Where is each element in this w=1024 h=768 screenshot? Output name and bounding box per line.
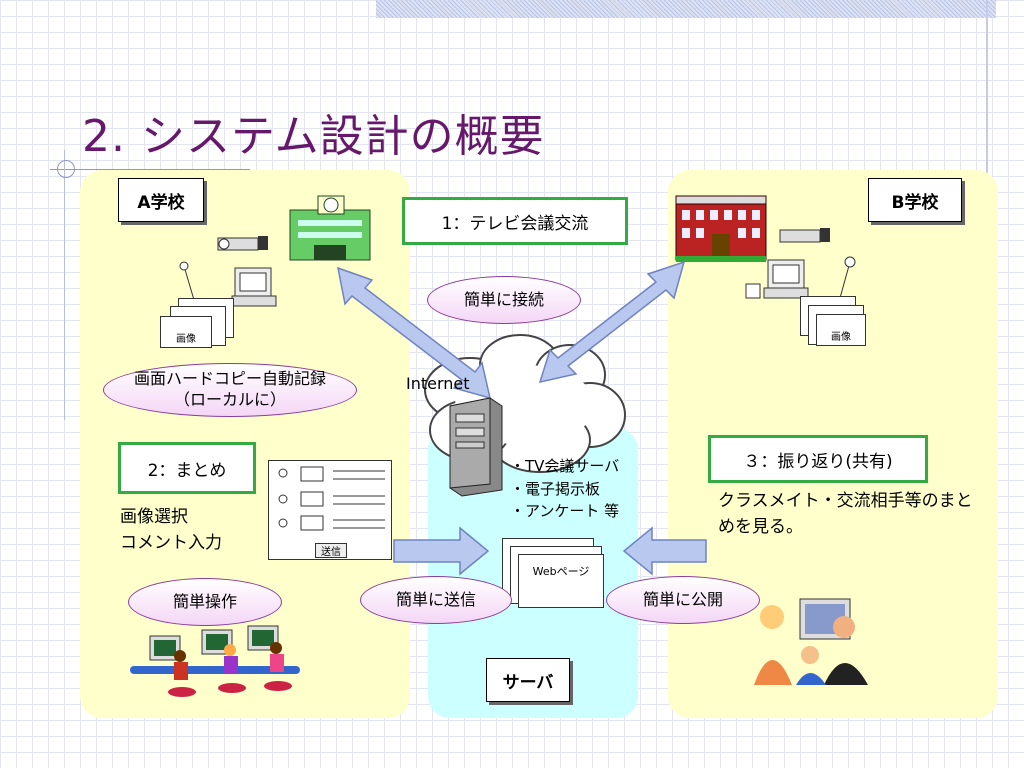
server-label: サーバ xyxy=(486,658,570,702)
title-underline xyxy=(50,169,250,170)
right-decoration-line xyxy=(986,0,988,175)
left-decoration-line xyxy=(64,150,65,420)
image-b-label: 画像 xyxy=(816,314,866,346)
school-b-label: B学校 xyxy=(868,178,962,222)
server-tower-icon xyxy=(449,397,503,497)
input-form-illustration: 送信 xyxy=(268,460,392,560)
publish-arrow xyxy=(622,526,707,576)
connection-arrow-b xyxy=(538,260,686,384)
send-arrow xyxy=(393,526,490,576)
step2-summary: 2：まとめ xyxy=(118,442,256,494)
school-building-b-icon xyxy=(675,195,767,262)
easy-publish-oval: 簡単に公開 xyxy=(606,576,760,624)
form-fields-icon xyxy=(278,466,385,531)
students-at-computers-icon xyxy=(130,625,300,697)
image-a-label: 画像 xyxy=(160,316,212,348)
web-page-label: Webページ xyxy=(518,554,604,608)
send-button[interactable]: 送信 xyxy=(315,543,347,558)
top-decoration-bar xyxy=(376,0,996,18)
decoration-circle xyxy=(57,160,75,178)
review-description: クラスメイト・交流相手等のまと めを見る。 xyxy=(718,491,973,537)
video-camera-b-icon xyxy=(745,228,856,299)
easy-operation-oval: 簡単操作 xyxy=(128,578,282,626)
step3-review: ３：振り返り(共有) xyxy=(708,435,928,483)
school-building-a-icon xyxy=(289,195,371,261)
internet-label: Internet xyxy=(406,374,470,393)
page-title: 2. システム設計の概要 xyxy=(82,111,545,162)
easy-send-oval: 簡単に送信 xyxy=(360,576,512,624)
select-image-comment-text: 画像選択 コメント入力 xyxy=(120,507,222,553)
people-review-icon xyxy=(754,598,868,685)
easy-connect-oval: 簡単に接続 xyxy=(427,276,581,324)
hardcopy-record-oval: 画面ハードコピー自動記録 （ローカルに） xyxy=(103,363,357,417)
server-function-list: ・TV会議サーバ ・電子掲示板 ・アンケート 等 xyxy=(510,457,620,520)
school-a-label: A学校 xyxy=(118,178,204,222)
step1-tv-conference: 1：テレビ会議交流 xyxy=(402,197,628,245)
video-camera-a-icon xyxy=(179,236,277,307)
